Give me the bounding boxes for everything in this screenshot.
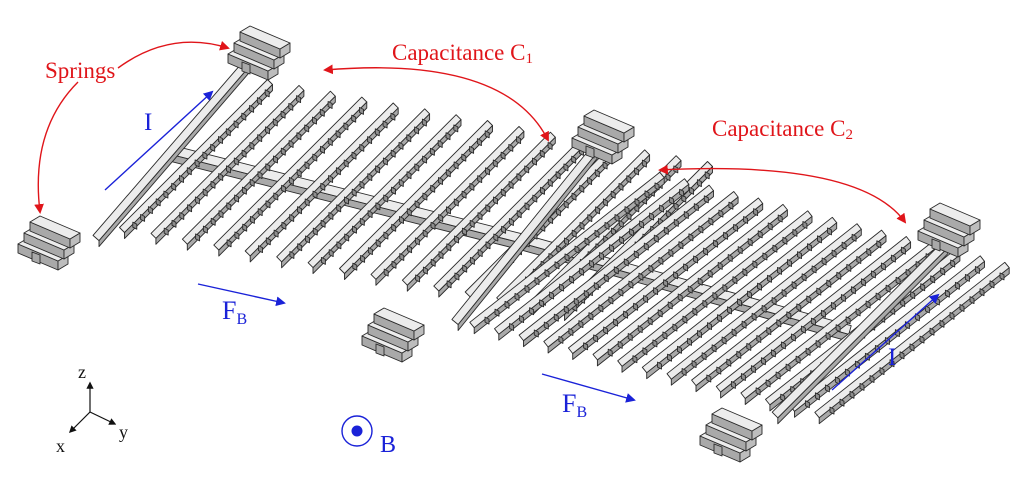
- springs-arrow-bottom: [34, 81, 79, 214]
- force-label-left: FB: [222, 296, 247, 328]
- capacitance-c2-arrow: [658, 164, 907, 224]
- axis-y-label: y: [119, 422, 128, 442]
- annotation-arrows: [34, 40, 907, 224]
- springs-arrow-top: [117, 40, 230, 69]
- capacitance-c1-arrow: [323, 64, 549, 142]
- force-arrow-left: [197, 283, 286, 307]
- field-label: B: [380, 432, 396, 458]
- comb-finger-left: [119, 79, 273, 233]
- current-label-left: I: [144, 109, 152, 136]
- axis-z-label: z: [78, 362, 86, 382]
- axis-y-line: [89, 411, 117, 425]
- springs-label: Springs: [45, 58, 115, 83]
- labels: Springs Capacitance C1 Capacitance C2 I …: [45, 40, 896, 458]
- capacitance-c1-label: Capacitance C1: [392, 40, 533, 67]
- vector-arrows: [104, 90, 940, 403]
- current-label-right: I: [888, 344, 896, 371]
- force-arrow-right: [541, 373, 636, 403]
- mems-structure: [17, 25, 1010, 463]
- current-arrow-left: [104, 90, 214, 191]
- current-arrow-right: [831, 293, 940, 391]
- coordinate-axes: [68, 381, 117, 434]
- force-label-right: FB: [562, 389, 587, 421]
- axis-x-line: [68, 411, 91, 434]
- axis-x-label: x: [56, 436, 65, 456]
- magnetic-field-symbol: [341, 415, 373, 447]
- capacitance-c2-label: Capacitance C2: [712, 116, 853, 143]
